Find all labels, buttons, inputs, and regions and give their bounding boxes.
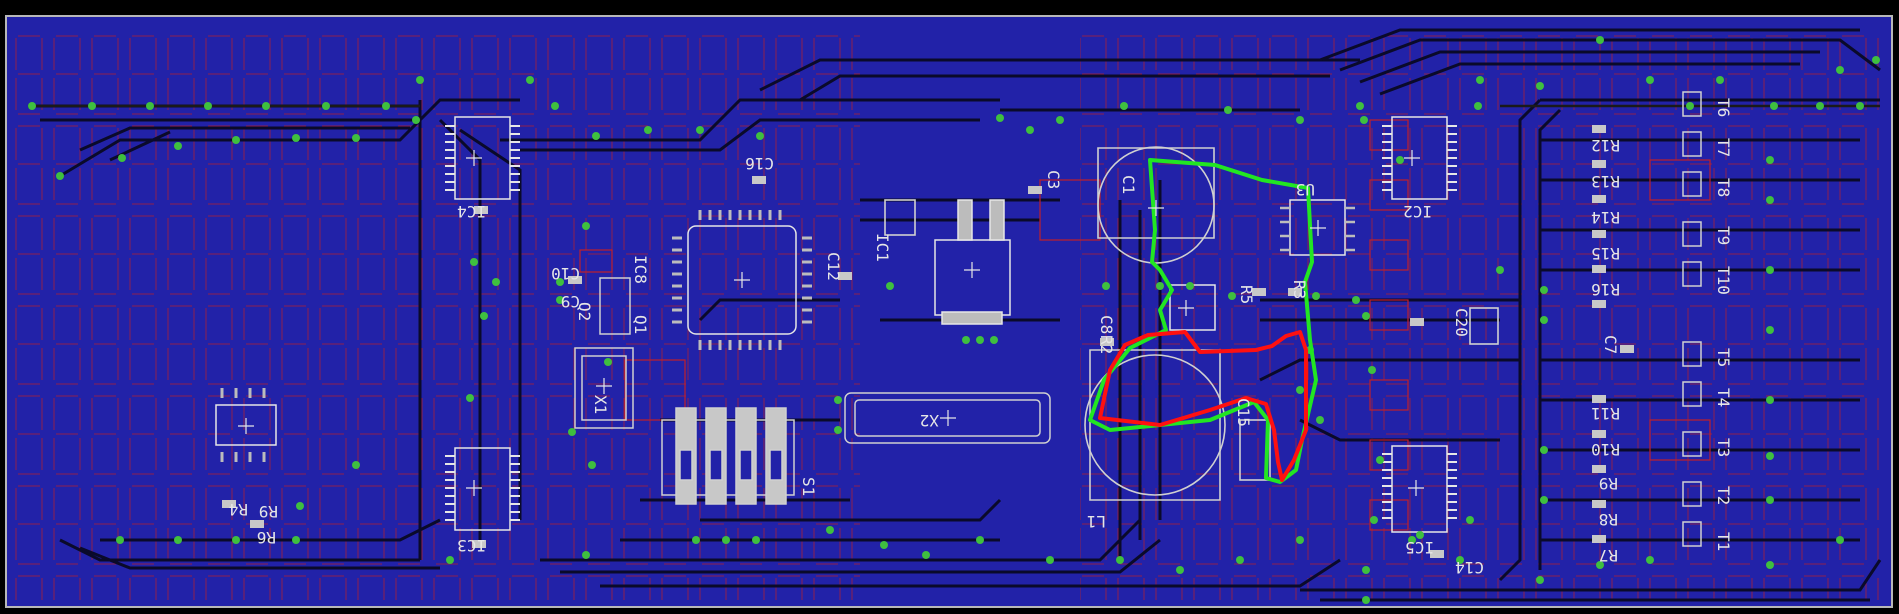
label-c1: C1 (1119, 175, 1138, 194)
ic-packages (215, 116, 1457, 533)
label-r10: R10 (1591, 440, 1620, 459)
vias (28, 36, 1880, 604)
small-passives (222, 176, 1634, 558)
label-x1: X1 (591, 395, 610, 414)
label-c7: C7 (1601, 335, 1620, 354)
label-r12: R12 (1591, 136, 1620, 155)
label-ic8: IC8 (631, 255, 650, 284)
label-c9: C9 (561, 292, 580, 311)
highlight-green-trace (1088, 158, 1318, 484)
dip-switch (661, 407, 795, 505)
label-c15: C15 (1234, 398, 1253, 427)
label-c14: C14 (1455, 558, 1484, 577)
label-r11: R11 (1591, 404, 1620, 423)
label-t7: T7 (1714, 138, 1733, 157)
label-ic1: IC1 (873, 233, 892, 262)
electrolytic-capacitors (884, 146, 1499, 501)
label-ic3: IC3 (457, 536, 486, 555)
label-t4: T4 (1714, 388, 1733, 407)
label-t5: T5 (1714, 348, 1733, 367)
label-r13: R13 (1591, 172, 1620, 191)
label-ic4: IC4 (457, 202, 486, 221)
label-ic2: IC2 (1403, 202, 1432, 221)
label-r8: R8 (1599, 510, 1618, 529)
label-r4: R4 (229, 500, 248, 519)
label-t8: T8 (1714, 178, 1733, 197)
label-x2: X2 (920, 411, 939, 430)
highlight-red-trace (1098, 330, 1308, 482)
label-r9: R9 (1599, 474, 1618, 493)
label-r6: R6 (257, 528, 276, 547)
label-t1: T1 (1714, 532, 1733, 551)
label-ic5: IC5 (1405, 538, 1434, 557)
label-c3: C3 (1044, 170, 1063, 189)
label-t6: T6 (1714, 98, 1733, 117)
label-q1: Q1 (631, 315, 650, 334)
label-t10: T10 (1714, 266, 1733, 295)
label-r5: R5 (1237, 285, 1256, 304)
label-c20: C20 (1452, 308, 1471, 337)
label-r2: R2 (1097, 335, 1116, 354)
crystals (574, 277, 1051, 444)
label-r15: R15 (1591, 244, 1620, 263)
label-t3: T3 (1714, 438, 1733, 457)
label-s1: S1 (799, 477, 818, 496)
resistor-array (1592, 125, 1606, 543)
label-r9-left: R9 (259, 502, 278, 521)
label-l1: L1 (1087, 512, 1106, 531)
label-c8: C8 (1097, 315, 1116, 334)
component-centers (238, 150, 1424, 496)
label-c12: C12 (824, 252, 843, 281)
label-c16: C16 (745, 154, 774, 173)
label-u3: U3 (1296, 180, 1315, 199)
segment-outlines-right (1080, 30, 1880, 600)
label-r3: R3 (1290, 280, 1309, 299)
transistor-column (1682, 91, 1702, 547)
label-r14: R14 (1591, 208, 1620, 227)
label-q2: Q2 (575, 302, 594, 321)
label-r16: R16 (1591, 280, 1620, 299)
ic4-pins (445, 125, 520, 191)
label-r7: R7 (1599, 546, 1618, 565)
segment-outlines-left (10, 30, 860, 600)
label-c10: C10 (551, 264, 580, 283)
label-t9: T9 (1714, 226, 1733, 245)
label-t2: T2 (1714, 486, 1733, 505)
